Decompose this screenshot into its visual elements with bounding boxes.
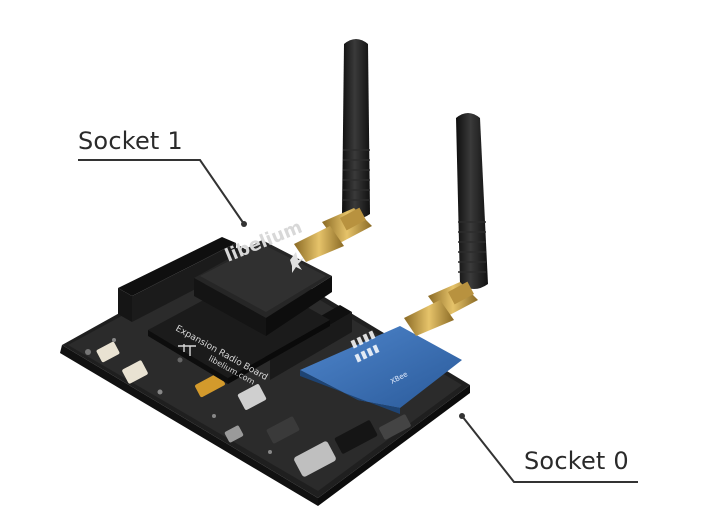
- callout-lines: [78, 159, 638, 483]
- antenna-2: [404, 113, 488, 336]
- callout-line-socket-0: [461, 415, 638, 483]
- callout-label-socket-0: Socket 0: [524, 447, 629, 475]
- callout-dot-socket-0: [459, 413, 465, 419]
- callout-label-socket-1: Socket 1: [78, 127, 183, 155]
- xbee-module: XBee: [300, 326, 462, 414]
- header-rail-left: [118, 237, 236, 322]
- libelium-module: libelium: [194, 217, 332, 336]
- callout-dot-socket-1: [241, 221, 247, 227]
- star-logo-icon: [290, 252, 304, 273]
- libelium-mark-icon: [178, 344, 196, 356]
- antenna-1: [294, 39, 372, 262]
- pcb-components: [85, 338, 411, 477]
- callout-line-socket-1: [78, 159, 245, 225]
